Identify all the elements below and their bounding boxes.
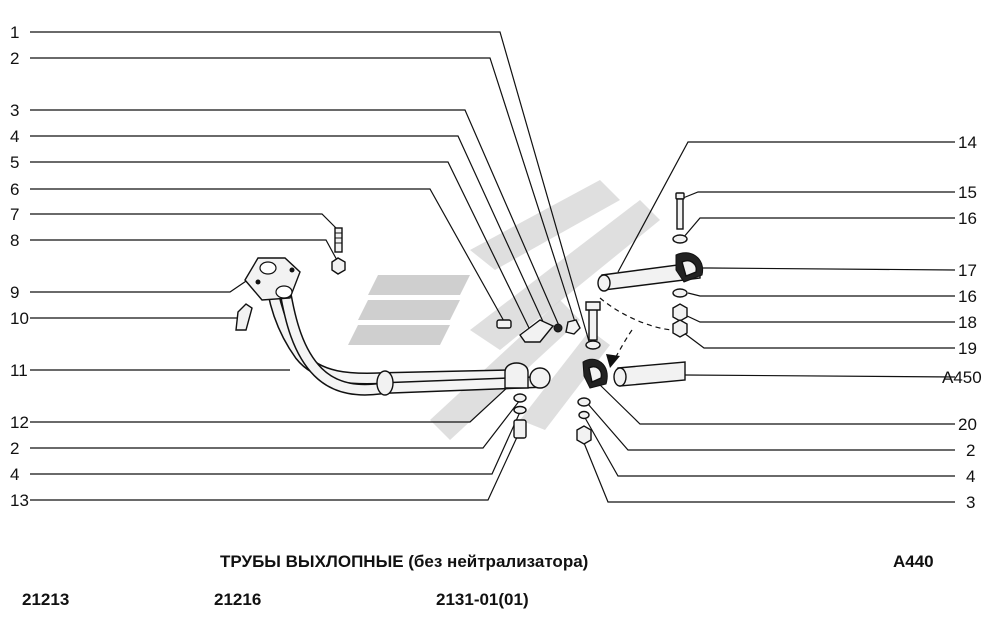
small-bracket — [235, 303, 253, 331]
callout-4-lower: 4 — [10, 465, 19, 484]
callout-7: 7 — [10, 205, 19, 224]
callout-1: 1 — [10, 23, 19, 42]
callout-4: 4 — [10, 127, 19, 146]
a450-pipe-and-clamp — [576, 358, 686, 445]
right-clamp — [675, 252, 704, 283]
assembly-arrow — [599, 297, 673, 368]
stud-and-nut — [331, 227, 346, 275]
title-block: ТРУБЫ ВЫХЛОПНЫЕ (без нейтрализатора) А44… — [22, 552, 934, 609]
callout-13: 13 — [10, 491, 29, 510]
callout-18: 18 — [958, 313, 977, 332]
right-callout-labels: 14 15 16 17 16 18 19 А450 20 2 4 3 — [942, 133, 982, 512]
callout-14: 14 — [958, 133, 977, 152]
middle-clamp-hardware — [496, 301, 601, 350]
callout-16: 16 — [958, 209, 977, 228]
callout-16-lower: 16 — [958, 287, 977, 306]
callout-19: 19 — [958, 339, 977, 358]
callout-9: 9 — [10, 283, 19, 302]
diagram-title: ТРУБЫ ВЫХЛОПНЫЕ (без нейтрализатора) — [220, 552, 588, 571]
callout-2-right: 2 — [966, 441, 975, 460]
callout-12: 12 — [10, 413, 29, 432]
lower-clamp — [504, 362, 529, 439]
callout-4-right: 4 — [966, 467, 975, 486]
model-2131-01: 2131-01(01) — [436, 590, 529, 609]
reference-a450: А450 — [942, 368, 982, 387]
right-fasteners — [672, 192, 688, 338]
inlet-flange — [244, 257, 301, 301]
callout-5: 5 — [10, 153, 19, 172]
watermark-logo — [348, 180, 660, 440]
callout-2: 2 — [10, 49, 19, 68]
callout-10: 10 — [10, 309, 29, 328]
left-callout-labels: 1 2 3 4 5 6 7 8 9 10 11 12 2 4 13 — [10, 23, 29, 510]
callout-20: 20 — [958, 415, 977, 434]
left-leader-lines — [30, 31, 591, 501]
callout-3: 3 — [10, 101, 19, 120]
model-21213: 21213 — [22, 590, 69, 609]
callout-2-lower: 2 — [10, 439, 19, 458]
callout-8: 8 — [10, 231, 19, 250]
callout-15: 15 — [958, 183, 977, 202]
callout-6: 6 — [10, 180, 19, 199]
callout-17: 17 — [958, 261, 977, 280]
callout-11: 11 — [10, 361, 28, 380]
model-21216: 21216 — [214, 590, 261, 609]
page-code: А440 — [893, 552, 934, 571]
right-leader-lines — [581, 141, 956, 503]
callout-3-right: 3 — [966, 493, 975, 512]
